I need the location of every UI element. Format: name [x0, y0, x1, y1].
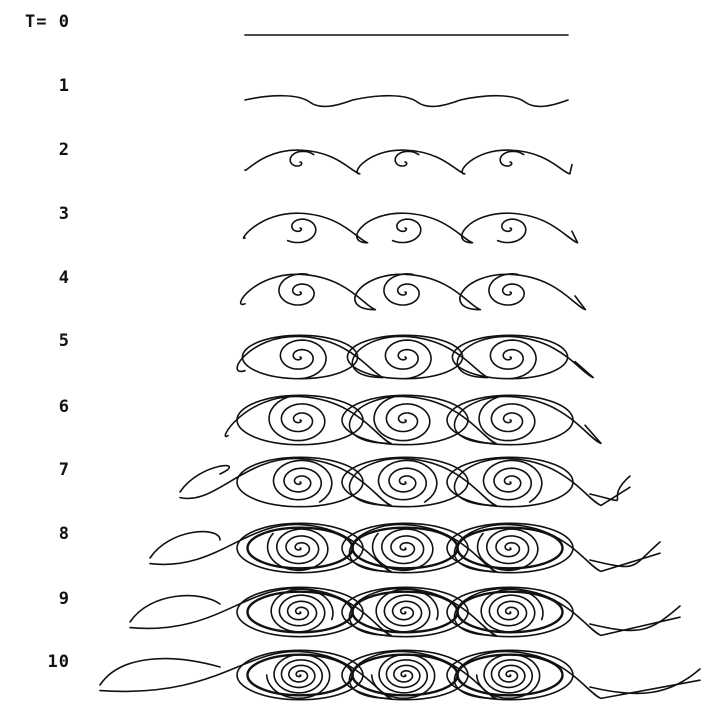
vortex-spiral-0: [269, 397, 325, 441]
vortex-spiral-2: [498, 219, 526, 242]
outer-arc-left: [180, 466, 229, 492]
vortex-spiral-1: [393, 219, 421, 242]
vortex-spiral-1: [374, 397, 430, 441]
vortex-spiral-0: [280, 340, 326, 379]
vortex-spiral-1: [373, 529, 433, 570]
vortex-spiral-2: [481, 589, 543, 632]
vortex-spiral-0: [279, 274, 314, 305]
vortex-spiral-0: [271, 589, 333, 632]
vortex-spiral-2: [479, 397, 535, 441]
vortex-spiral-2: [490, 340, 536, 379]
vortex-spiral-0: [290, 151, 314, 166]
wavy-sheet-line: [245, 96, 568, 107]
vortex-spiral-2: [489, 274, 524, 305]
vortex-spiral-0: [274, 460, 332, 502]
vortex-spiral-1: [372, 654, 435, 698]
vortex-spiral-2: [500, 151, 524, 166]
outer-arc-right: [590, 542, 660, 566]
vortex-spiral-2: [484, 460, 542, 502]
braid-curve: [244, 213, 578, 243]
outer-arc-right: [590, 476, 630, 500]
vortex-spiral-1: [385, 340, 431, 379]
vortex-spiral-1: [384, 274, 419, 305]
vortex-spiral-2: [477, 654, 540, 698]
vortex-spiral-0: [267, 654, 330, 698]
vortex-spiral-1: [395, 151, 419, 166]
vortex-spiral-1: [376, 589, 438, 632]
vortex-spiral-0: [288, 219, 316, 242]
vortex-spiral-0: [268, 529, 328, 570]
vortex-spiral-1: [379, 460, 437, 502]
vortex-spiral-2: [478, 529, 538, 570]
outer-arc-left: [100, 659, 220, 685]
